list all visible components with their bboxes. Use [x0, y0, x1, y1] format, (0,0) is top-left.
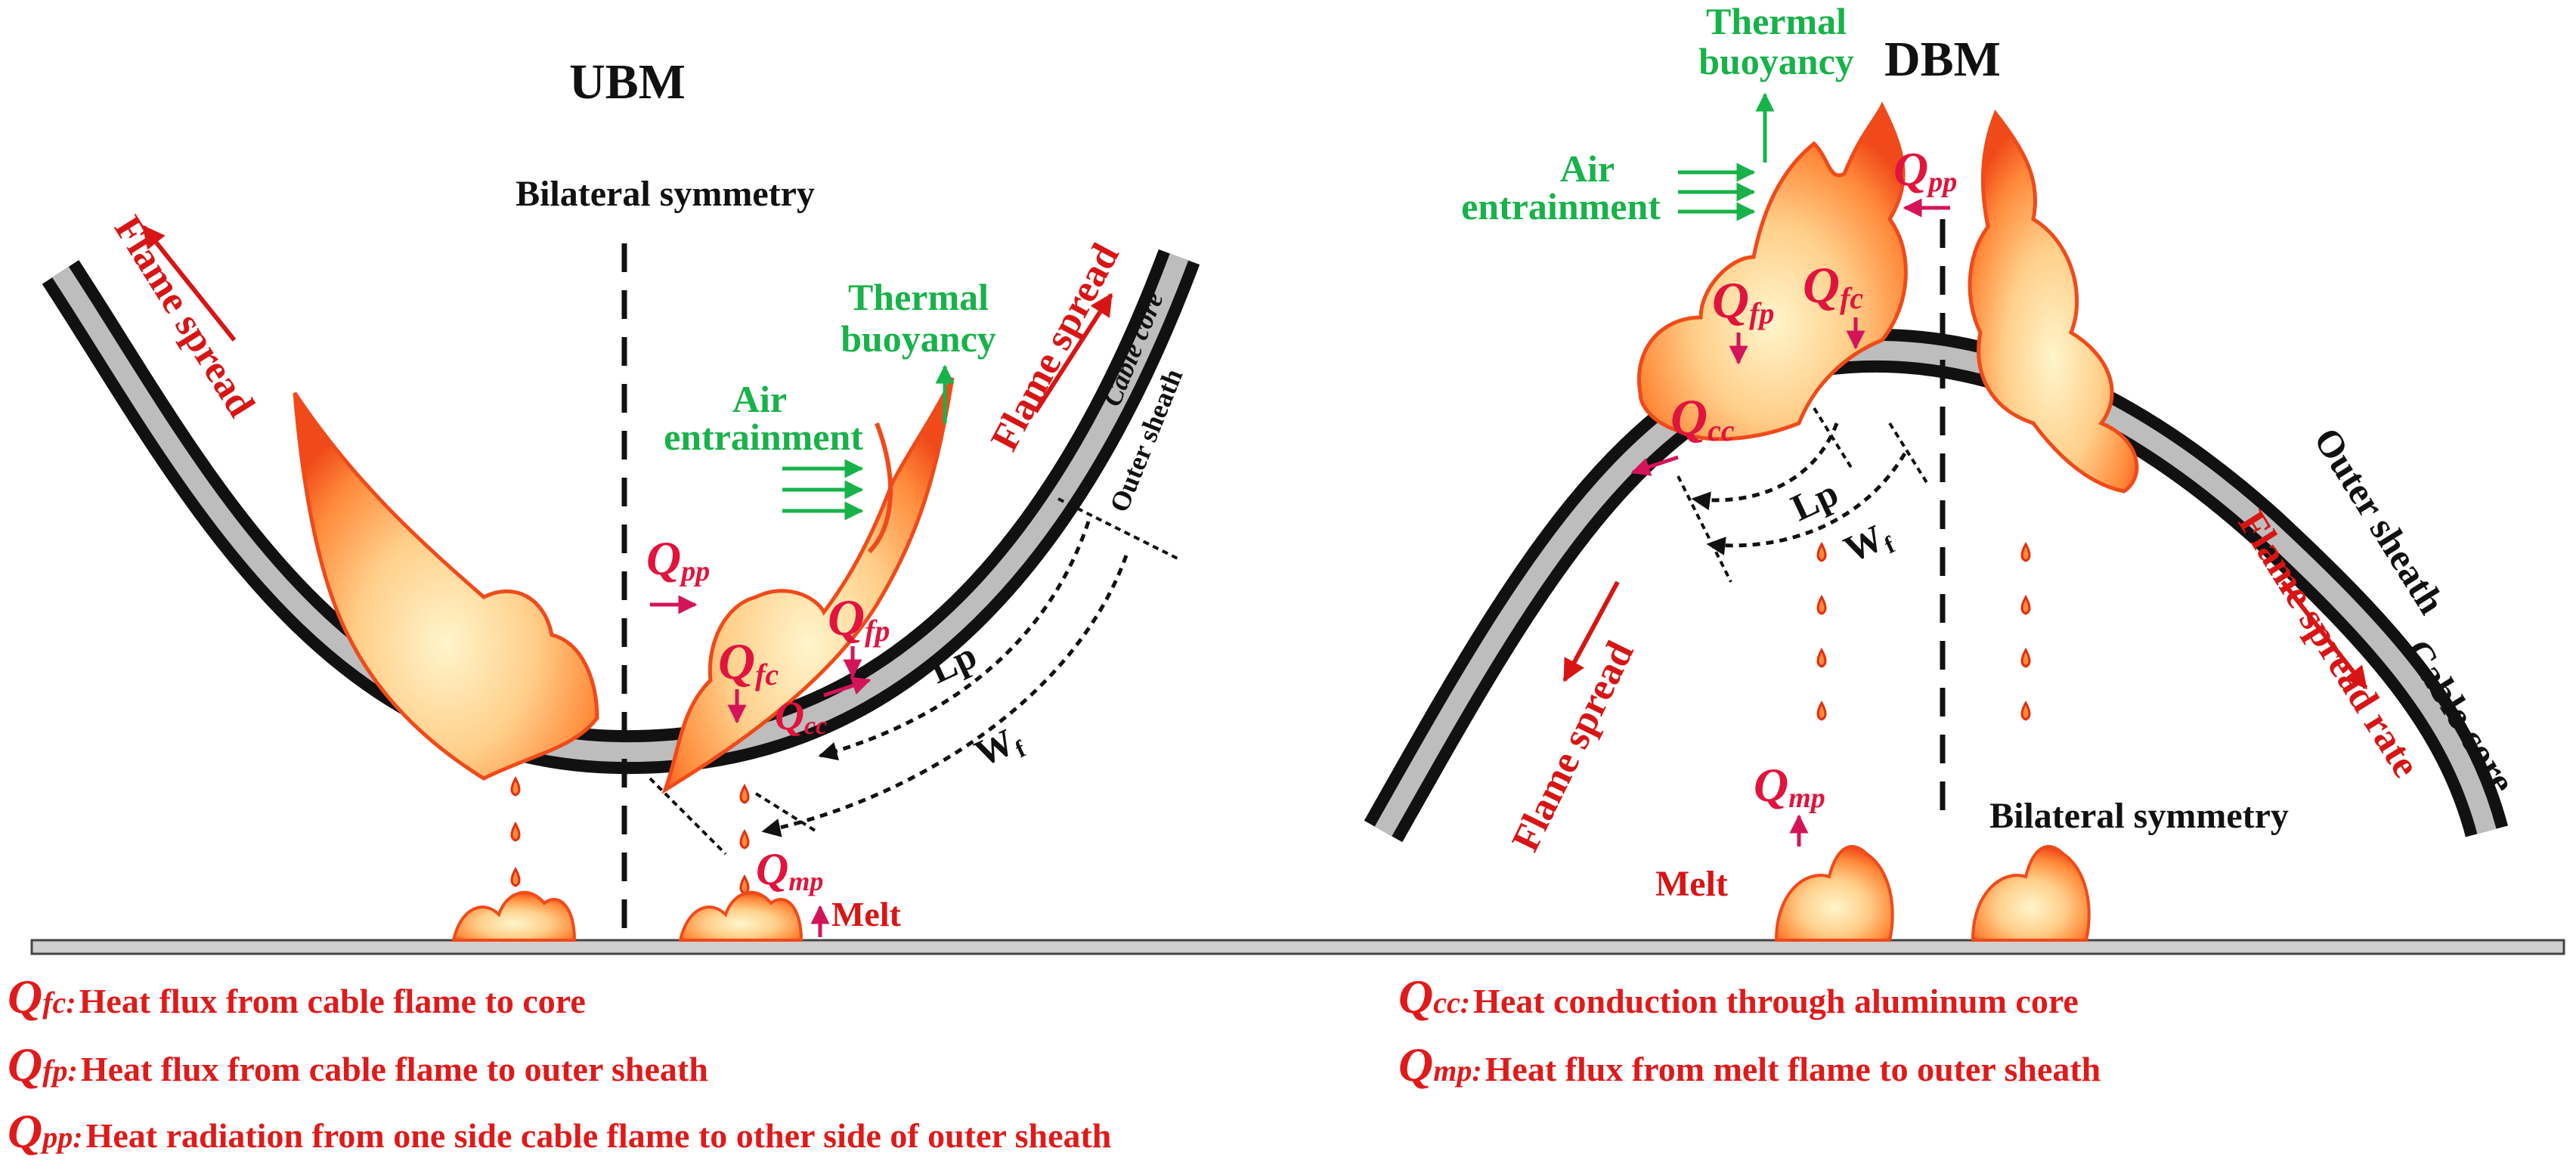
- ubm-left-flame: [293, 391, 599, 781]
- dbm-dimension-ticks: [1677, 407, 1929, 583]
- ubm-flame-spread-right-arrow: [1033, 292, 1113, 413]
- ubm-qfc-label: Qfc: [718, 633, 779, 692]
- dbm-symmetry-label: Bilateral symmetry: [1989, 796, 2289, 836]
- legend-sub: mp:: [1433, 1054, 1482, 1088]
- legend-symbol: Q: [8, 1038, 43, 1091]
- dbm-wf-arc: [1706, 452, 1907, 556]
- legend-item-qfc: Qfc: Heat flux from cable flame to core: [8, 969, 586, 1025]
- dbm-qmp-label: Qmp: [1754, 758, 1825, 814]
- ubm-lp-arc: [818, 521, 1091, 761]
- ubm-thermal-label-1: Thermal: [848, 276, 989, 318]
- dbm-cable: [1364, 328, 2509, 843]
- legend-item-qpp: Qpp: Heat radiation from one side cable …: [8, 1103, 1111, 1159]
- dbm-melt-label: Melt: [1655, 864, 1728, 904]
- legend-text: Heat flux from cable flame to core: [79, 982, 586, 1020]
- legend-text: Heat conduction through aluminum core: [1473, 982, 2079, 1020]
- ubm-air-label-1: Air: [732, 378, 787, 420]
- dbm-thermal-label-2: buoyancy: [1698, 40, 1854, 82]
- ubm-title: UBM: [569, 54, 686, 110]
- legend-item-qcc: Qcc: Heat conduction through aluminum co…: [1398, 969, 2079, 1025]
- legend-sub: fp:: [42, 1054, 78, 1088]
- ubm-melt-drops: [510, 775, 750, 895]
- legend-item-qmp: Qmp: Heat flux from melt flame to outer …: [1398, 1037, 2101, 1093]
- dbm-right-flame: [1968, 110, 2139, 494]
- legend-symbol: Q: [1398, 970, 1434, 1023]
- dbm-flame-spread-right-arrow: [2280, 580, 2368, 690]
- dbm-flame-spread-left-arrow: [1562, 580, 1620, 682]
- legend-item-qfp: Qfp: Heat flux from cable flame to outer…: [8, 1037, 708, 1093]
- dbm-qcc-arrow: [1630, 455, 1679, 476]
- ubm-qpp-label: Qpp: [646, 531, 710, 587]
- ubm-dimension-ticks: [649, 497, 1180, 856]
- dbm-air-label-2: entrainment: [1461, 185, 1661, 227]
- ubm-cable: [42, 249, 1200, 775]
- legend-text: Heat radiation from one side cable flame…: [85, 1116, 1112, 1155]
- legend-text: Heat flux from melt flame to outer sheat…: [1485, 1050, 2101, 1088]
- dbm-qpp-label: Qpp: [1893, 142, 1957, 198]
- dbm-qfp-label: Qfp: [1712, 271, 1774, 330]
- legend-text: Heat flux from cable flame to outer shea…: [80, 1050, 708, 1088]
- legend-sub: cc:: [1433, 986, 1471, 1020]
- legend-symbol: Q: [8, 970, 43, 1023]
- dbm-qcc-label: Qcc: [1670, 388, 1735, 447]
- dbm-wf-label: Wf: [1838, 512, 1899, 574]
- ubm-qfp-label: Qfp: [828, 589, 890, 648]
- ubm-symmetry-label: Bilateral symmetry: [516, 174, 815, 214]
- ubm-wf-label: Wf: [968, 716, 1029, 778]
- ubm-right-flame: [661, 376, 955, 794]
- ubm-flame-spread-left-arrow: [141, 224, 237, 342]
- ubm-melt-pools: [451, 890, 803, 942]
- legend-sub: pp:: [42, 1120, 83, 1154]
- ubm-melt-label: Melt: [831, 895, 902, 933]
- ground-plate: [30, 939, 2565, 955]
- dbm-melt-pools: [1774, 845, 2091, 942]
- legend-symbol: Q: [8, 1104, 43, 1158]
- ubm-air-arrows: [782, 459, 864, 521]
- dbm-thermal-label-1: Thermal: [1706, 0, 1847, 42]
- ubm-thermal-label-2: buoyancy: [841, 317, 996, 360]
- dbm-lp-arc: [1691, 422, 1839, 511]
- legend-symbol: Q: [1398, 1038, 1434, 1091]
- legend-sub: fc:: [42, 986, 76, 1020]
- dbm-qfc-label: Qfc: [1803, 256, 1863, 315]
- ubm-air-label-2: entrainment: [664, 416, 863, 458]
- dbm-title: DBM: [1884, 32, 2001, 87]
- dbm-melt-drops: [1816, 541, 2031, 721]
- ubm-qcc-arrow: [823, 676, 872, 698]
- ubm-wf-arc: [761, 555, 1129, 837]
- ubm-qcc-label: Qcc: [775, 693, 827, 740]
- dbm-air-arrows: [1678, 162, 1756, 221]
- ubm-qmp-label: Qmp: [756, 844, 823, 896]
- dbm-left-flame: [1637, 101, 1908, 441]
- dbm-air-label-1: Air: [1560, 147, 1615, 190]
